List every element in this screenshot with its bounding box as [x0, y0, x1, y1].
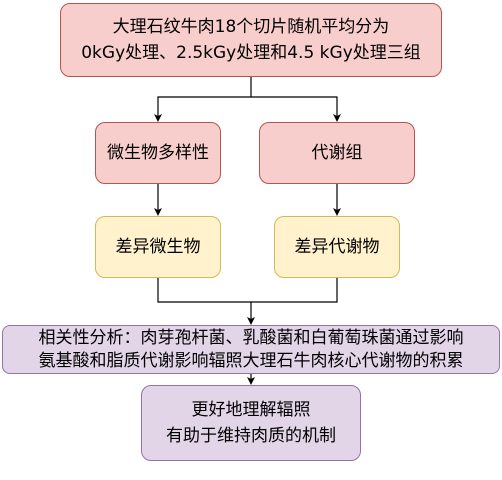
node-diff-metabolites: 差异代谢物	[274, 216, 400, 278]
node-diff-microbes: 差异微生物	[95, 216, 221, 278]
node-diff-metabolites-label: 差异代谢物	[294, 237, 380, 257]
node-correlation-line1: 相关性分析：肉芽孢杆菌、乳酸菌和白葡萄珠菌通过影响	[38, 327, 464, 348]
node-experiment-design-line2: 0kGy处理、2.5kGy处理和4.5 kGy处理三组	[81, 43, 421, 63]
node-conclusion-line1: 更好地理解辐照	[191, 400, 311, 420]
node-correlation-line2: 氨基酸和脂质代谢影响辐照大理石牛肉核心代谢物的积累	[38, 350, 464, 371]
node-conclusion: 更好地理解辐照 有助于维持肉质的机制	[141, 385, 361, 461]
node-correlation-analysis: 相关性分析：肉芽孢杆菌、乳酸菌和白葡萄珠菌通过影响 氨基酸和脂质代谢影响辐照大理…	[2, 325, 500, 374]
node-metabolome: 代谢组	[259, 122, 415, 184]
node-microbial-diversity-label: 微生物多样性	[107, 143, 209, 163]
arrow-diff-metabolites-to-correlation	[251, 278, 338, 303]
node-microbial-diversity: 微生物多样性	[95, 122, 221, 184]
arrow-diff-microbes-to-correlation	[157, 278, 255, 325]
node-experiment-design: 大理石纹牛肉18个切片随机平均分为 0kGy处理、2.5kGy处理和4.5 kG…	[60, 3, 442, 77]
node-conclusion-line2: 有助于维持肉质的机制	[166, 426, 336, 446]
node-metabolome-label: 代谢组	[311, 143, 363, 163]
node-experiment-design-line1: 大理石纹牛肉18个切片随机平均分为	[112, 17, 390, 37]
arrow-top-to-metabolome	[251, 96, 341, 122]
arrow-top-to-microbial-diversity	[154, 77, 252, 122]
node-diff-microbes-label: 差异微生物	[115, 237, 201, 257]
